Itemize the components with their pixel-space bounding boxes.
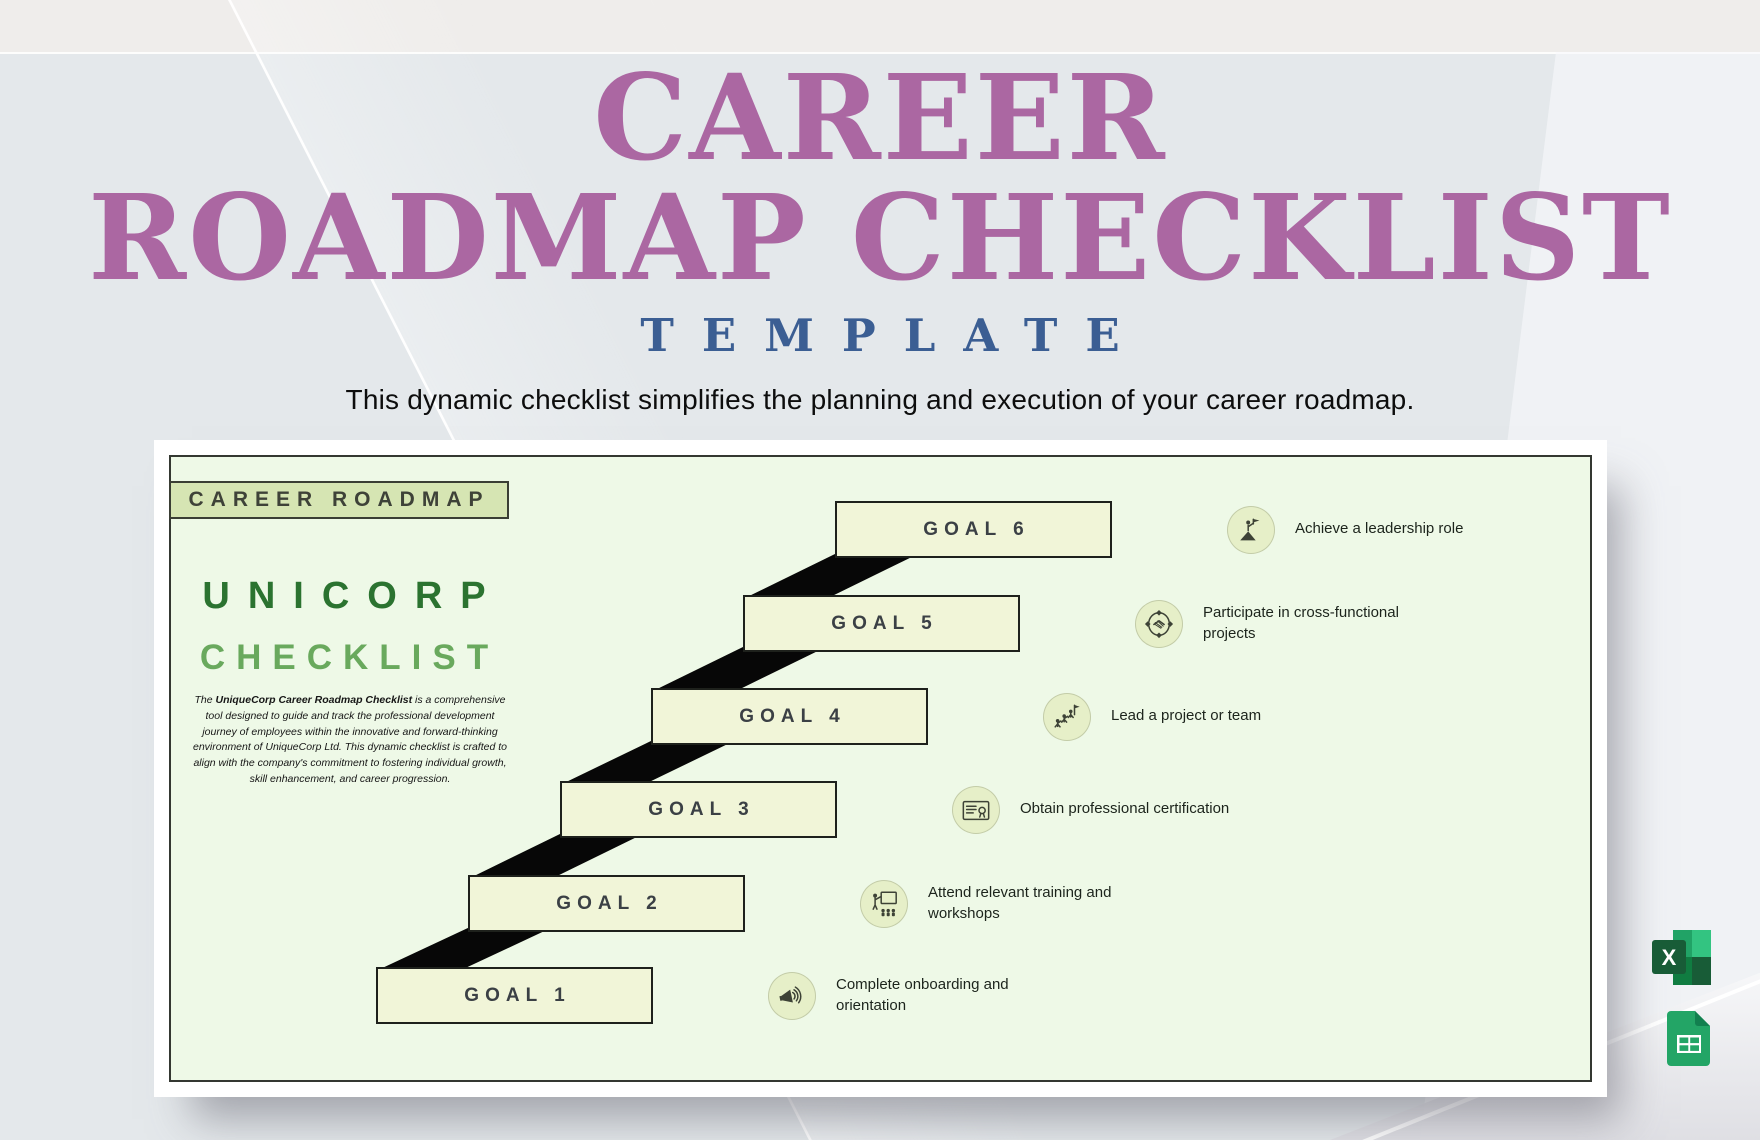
task-row-5: Participate in cross-functional projects — [1135, 589, 1428, 658]
goal-box-1: GOAL 1 — [376, 967, 653, 1024]
page-title: CAREER ROADMAP CHECKLIST — [0, 48, 1760, 308]
goal-box-6: GOAL 6 — [835, 501, 1112, 558]
background-top-band — [0, 0, 1760, 54]
goal-box-2: GOAL 2 — [468, 875, 745, 932]
page-title-line2: ROADMAP CHECKLIST — [88, 168, 1672, 308]
card-header-chip: CAREER ROADMAP — [169, 481, 509, 519]
task-label: Obtain professional certification — [1020, 800, 1230, 818]
task-label: Achieve a leadership role — [1295, 520, 1464, 538]
megaphone-icon — [768, 971, 816, 1020]
description-emphasis: UniqueCorp Career Roadmap Checklist — [215, 694, 413, 706]
google-sheets-icon[interactable] — [1667, 1011, 1710, 1066]
description-body: is a comprehensive tool designed to guid… — [193, 694, 507, 785]
task-row-6: Achieve a leadership role — [1227, 495, 1463, 564]
template-badge: TEMPLATE — [640, 308, 1148, 362]
career-roadmap-card: CAREER ROADMAP UNICORP CHECKLIST The Uni… — [169, 455, 1592, 1082]
template-preview-frame: CAREER ROADMAP UNICORP CHECKLIST The Uni… — [154, 440, 1607, 1097]
task-row-3: Obtain professional certification — [952, 775, 1229, 844]
brand-block: UNICORP CHECKLIST — [179, 575, 509, 678]
brand-name: UNICORP — [202, 575, 504, 617]
collaboration-icon — [1135, 599, 1183, 648]
goal-box-4: GOAL 4 — [651, 688, 928, 745]
page-subtitle: This dynamic checklist simplifies the pl… — [345, 383, 1415, 415]
task-label: Attend relevant training and workshops — [928, 884, 1112, 922]
task-row-2: Attend relevant training and workshops — [860, 869, 1153, 938]
task-label: Complete onboarding and orientation — [836, 976, 1009, 1014]
page-header: CAREER ROADMAP CHECKLIST TEMPLATE This d… — [0, 48, 1760, 416]
goal-box-5: GOAL 5 — [743, 595, 1020, 652]
leadership-summit-icon — [1227, 505, 1275, 554]
page-title-line1: CAREER — [593, 48, 1167, 187]
team-climb-icon — [1043, 692, 1091, 741]
task-row-4: Lead a project or team — [1043, 682, 1261, 751]
stair-connectors — [376, 553, 920, 971]
task-label: Participate in cross-functional projects — [1203, 604, 1399, 642]
training-presentation-icon — [860, 879, 908, 928]
task-label: Lead a project or team — [1111, 707, 1262, 725]
svg-text:X: X — [1662, 945, 1677, 970]
excel-icon[interactable]: X — [1651, 929, 1713, 986]
certificate-icon — [952, 785, 1000, 834]
task-row-1: Complete onboarding and orientation — [768, 961, 1061, 1030]
goal-box-3: GOAL 3 — [560, 781, 837, 838]
card-description: The UniqueCorp Career Roadmap Checklist … — [191, 693, 509, 788]
description-lead: The — [194, 694, 216, 706]
brand-subname: CHECKLIST — [199, 638, 500, 677]
